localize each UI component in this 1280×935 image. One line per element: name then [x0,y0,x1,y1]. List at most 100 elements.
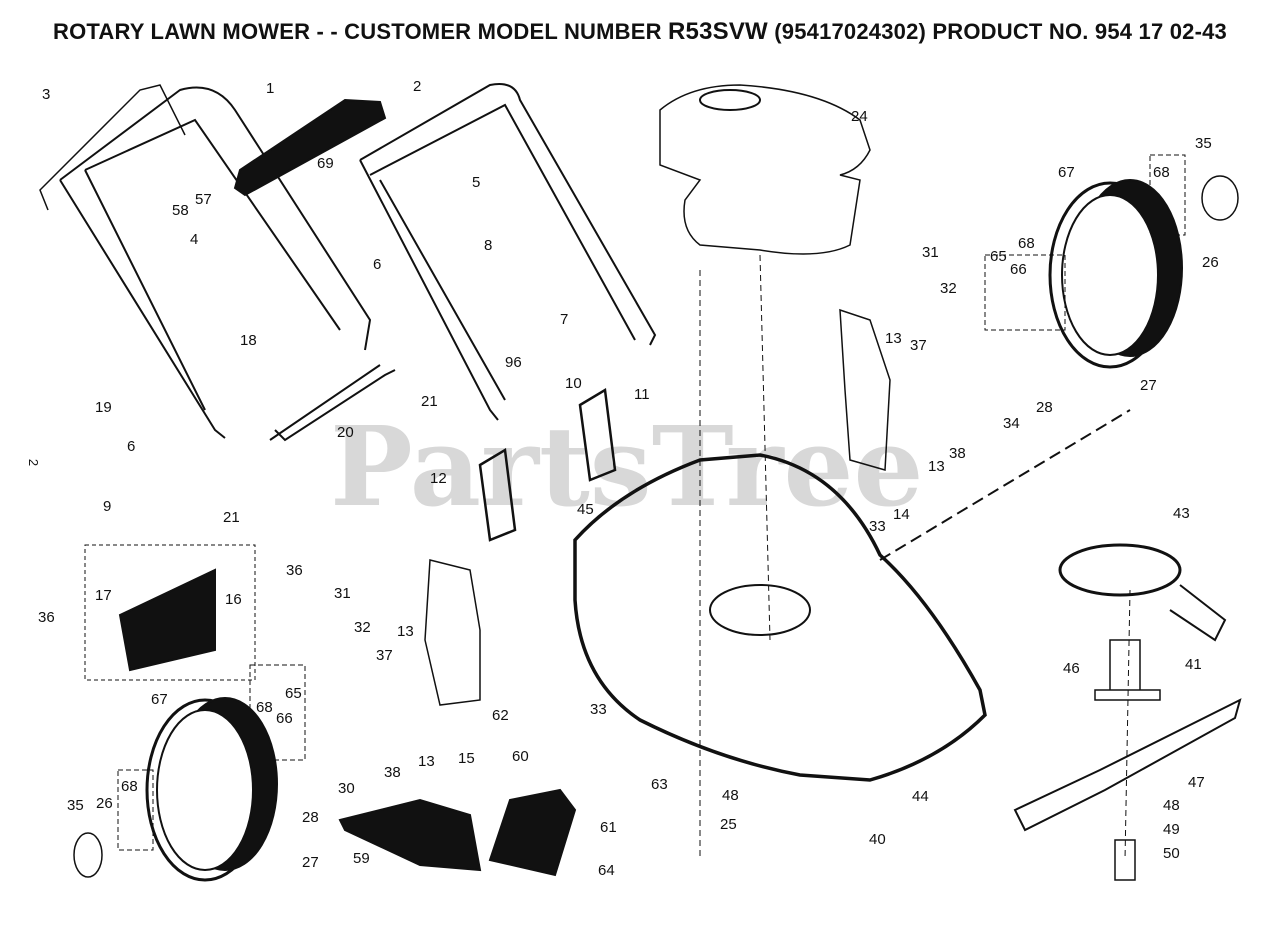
part-label-37a[interactable]: 37 [910,337,927,354]
part-label-3[interactable]: 3 [42,86,50,103]
part-label-7[interactable]: 7 [560,311,568,328]
part-label-66a[interactable]: 66 [1010,261,1027,278]
part-label-32a[interactable]: 32 [940,280,957,297]
part-label-14[interactable]: 14 [893,506,910,523]
part-label-38a[interactable]: 38 [949,445,966,462]
part-label-57[interactable]: 57 [195,191,212,208]
part-label-46[interactable]: 46 [1063,660,1080,677]
part-68-right-box [984,254,1066,331]
part-label-31a[interactable]: 31 [922,244,939,261]
part-label-48b[interactable]: 48 [1163,797,1180,814]
part-label-65a[interactable]: 65 [990,248,1007,265]
part-44-shape [573,453,987,782]
part-label-40[interactable]: 40 [869,831,886,848]
part-label-69[interactable]: 69 [317,155,334,172]
part-label-30[interactable]: 30 [338,780,355,797]
part-label-28b[interactable]: 28 [302,809,319,826]
model-number: R53SVW [668,18,768,45]
part-label-68b[interactable]: 68 [1018,235,1035,252]
part-label-25[interactable]: 25 [720,816,737,833]
part-label-35a[interactable]: 35 [1195,135,1212,152]
part-label-6[interactable]: 6 [373,256,381,273]
part-label-62[interactable]: 62 [492,707,509,724]
part-label-64[interactable]: 64 [598,862,615,879]
part-label-33b[interactable]: 33 [590,701,607,718]
part-label-47[interactable]: 47 [1188,774,1205,791]
part-69-shape [233,98,387,197]
part-label-66b[interactable]: 66 [276,710,293,727]
part-label-20[interactable]: 20 [337,424,354,441]
part-label-13a[interactable]: 13 [885,330,902,347]
part-label-5[interactable]: 5 [472,174,480,191]
part-label-2[interactable]: 2 [413,78,421,95]
engine-cap-shape [699,89,761,111]
part-label-19[interactable]: 19 [95,399,112,416]
part-label-50[interactable]: 50 [1163,845,1180,862]
part-label-32b[interactable]: 32 [354,619,371,636]
part-label-68d[interactable]: 68 [121,778,138,795]
part-24-shape [659,84,871,255]
part-label-63[interactable]: 63 [651,776,668,793]
part-label-12[interactable]: 12 [430,470,447,487]
part-label-31b[interactable]: 31 [334,585,351,602]
part-label-15[interactable]: 15 [458,750,475,767]
part-label-11[interactable]: 11 [634,386,650,403]
part-label-49[interactable]: 49 [1163,821,1180,838]
part-3-shape [39,84,186,211]
part-label-67a[interactable]: 67 [1058,164,1075,181]
part-label-48a[interactable]: 48 [722,787,739,804]
part-59-shape [338,798,482,872]
part-label-33a[interactable]: 33 [869,518,886,535]
assembly-axis-lines [699,254,1131,861]
part-label-38b[interactable]: 38 [384,764,401,781]
part-1-shape [59,86,372,439]
part-label-17[interactable]: 17 [95,587,112,604]
part-label-28a[interactable]: 28 [1036,399,1053,416]
part-label-8[interactable]: 8 [484,237,492,254]
part-label-61[interactable]: 61 [600,819,617,836]
part-label-34[interactable]: 34 [1003,415,1020,432]
part-label-16[interactable]: 16 [225,591,242,608]
part-label-13d[interactable]: 13 [418,753,435,770]
part-46-shape [1094,639,1161,701]
part-label-26a[interactable]: 26 [1202,254,1219,271]
part-label-10[interactable]: 10 [565,375,582,392]
part-label-60[interactable]: 60 [512,748,529,765]
part-label-58[interactable]: 58 [172,202,189,219]
part-label-27a[interactable]: 27 [1140,377,1157,394]
part-label-36b[interactable]: 36 [38,609,55,626]
part-label-65b[interactable]: 65 [285,685,302,702]
part-label-59[interactable]: 59 [353,850,370,867]
part-label-35b[interactable]: 35 [67,797,84,814]
part-50-shape [1114,839,1136,881]
part-label-43[interactable]: 43 [1173,505,1190,522]
watermark: PartsTree [330,402,924,531]
part-2-shape [359,83,657,421]
part-14-shape [839,308,891,471]
part-label-1[interactable]: 1 [266,80,274,97]
part-label-37b[interactable]: 37 [376,647,393,664]
part-label-45[interactable]: 45 [577,501,594,518]
part-label-24[interactable]: 24 [851,108,868,125]
part-label-9[interactable]: 9 [103,498,111,515]
part-label-6b[interactable]: 6 [127,438,135,455]
part-label-27b[interactable]: 27 [302,854,319,871]
part-label-26b[interactable]: 26 [96,795,113,812]
part-label-4[interactable]: 4 [190,231,198,248]
part-label-21b[interactable]: 21 [223,509,240,526]
part-labels: 1 2 3 4 5 6 6 7 8 9 10 11 12 13 13 13 13… [38,78,1219,879]
part-43-shape [1058,543,1182,597]
deck-opening-shape [709,584,811,636]
part-label-68a[interactable]: 68 [1153,164,1170,181]
part-label-13c[interactable]: 13 [397,623,414,640]
part-label-44[interactable]: 44 [912,788,929,805]
part-label-41[interactable]: 41 [1185,656,1202,673]
part-label-36a[interactable]: 36 [286,562,303,579]
part-label-21a[interactable]: 21 [421,393,438,410]
part-label-18[interactable]: 18 [240,332,257,349]
part-label-13b[interactable]: 13 [928,458,945,475]
diagram-title: ROTARY LAWN MOWER - - CUSTOMER MODEL NUM… [0,18,1280,46]
part-label-96[interactable]: 96 [505,354,522,371]
part-label-68c[interactable]: 68 [256,699,273,716]
part-label-67b[interactable]: 67 [151,691,168,708]
